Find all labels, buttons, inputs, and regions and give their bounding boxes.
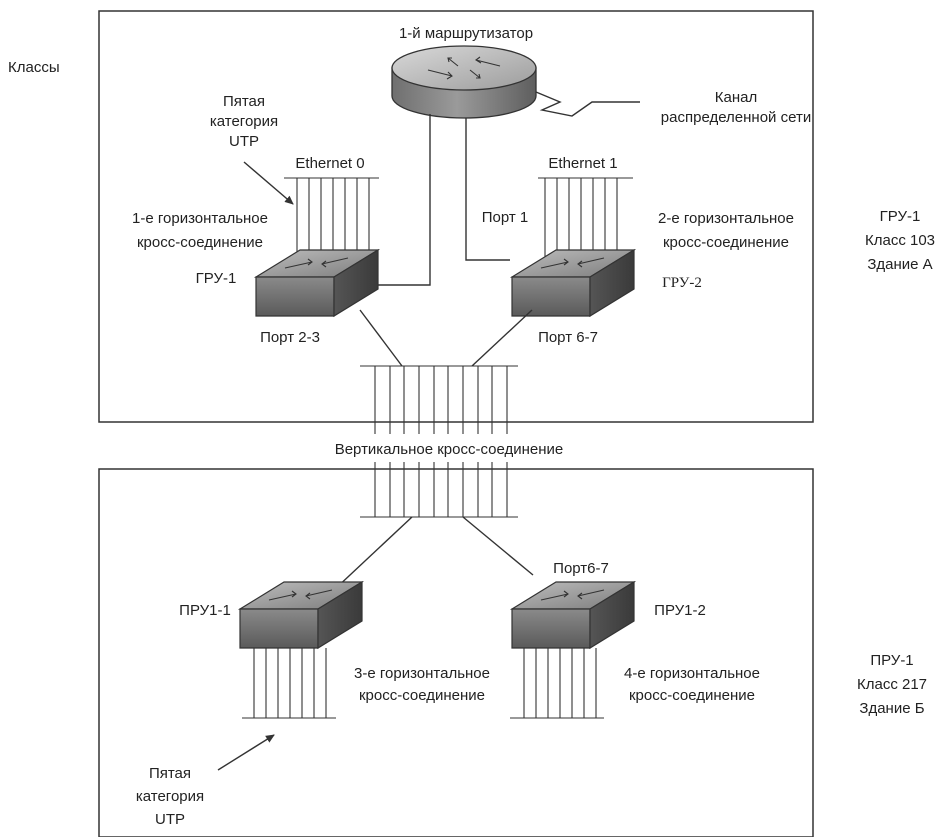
vcc-to-pru1-1-cable (333, 516, 413, 591)
utp-top-label-line1: Пятая (223, 93, 265, 110)
pru1-1-label: ПРУ1-1 (179, 602, 231, 619)
hcc2-label-line2: кросс-соединение (663, 234, 789, 251)
utp-bottom-label-line1: Пятая (149, 765, 191, 782)
router-to-gru2-cable (465, 118, 510, 261)
wan-link (535, 91, 640, 117)
hcc1-label-line1: 1-е горизонтальное (132, 210, 268, 227)
port1-label: Порт 1 (482, 209, 529, 226)
classes-label: Классы (8, 59, 60, 76)
port-6-7-b-label: Порт6-7 (553, 560, 609, 577)
gru2-to-vcc-cable (471, 309, 533, 367)
pru1-2-switch-icon (509, 580, 637, 650)
hcc3-label-line2: кросс-соединение (359, 687, 485, 704)
hcc3-patch-panel (242, 648, 336, 719)
vertical-cross-connect-lower (360, 462, 518, 518)
gru2-label: ГРУ-2 (662, 275, 702, 291)
wan-label-line1: Канал (715, 89, 757, 106)
ethernet0-patch-panel (284, 177, 379, 260)
port-2-3-label: Порт 2-3 (260, 329, 320, 346)
ethernet1-label: Ethernet 1 (548, 155, 617, 172)
utp-bottom-arrow (217, 734, 275, 771)
ethernet0-label: Ethernet 0 (295, 155, 364, 172)
utp-top-arrow (243, 161, 294, 205)
utp-top-label-line3: UTP (229, 133, 259, 150)
router-to-gru1-cable (375, 114, 431, 286)
router-icon (391, 45, 537, 119)
vertical-cross-connect-upper (360, 365, 518, 434)
utp-bottom-label-line2: категория (136, 788, 204, 805)
pru1-2-label: ПРУ1-2 (654, 602, 706, 619)
hcc3-label-line1: 3-е горизонтальное (354, 665, 490, 682)
utp-top-label-line2: категория (210, 113, 278, 130)
hcc4-label-line1: 4-е горизонтальное (624, 665, 760, 682)
pru1-1-switch-icon (237, 580, 365, 650)
building-b-label-line2: Класс 217 (857, 676, 927, 693)
building-b-frame (98, 468, 814, 837)
building-a-label-line3: Здание А (867, 256, 932, 273)
router-label: 1-й маршрутизатор (399, 25, 533, 42)
vcc-to-pru1-2-cable (462, 516, 534, 576)
gru1-switch-icon (253, 248, 381, 318)
hcc1-label-line2: кросс-соединение (137, 234, 263, 251)
gru1-to-vcc-cable (359, 309, 403, 367)
hcc4-patch-panel (510, 648, 604, 719)
port-6-7-label: Порт 6-7 (538, 329, 598, 346)
gru2-switch-icon (509, 248, 637, 318)
wan-label-line2: распределенной сети (661, 109, 811, 126)
hcc4-label-line2: кросс-соединение (629, 687, 755, 704)
building-a-label-line2: Класс 103 (865, 232, 935, 249)
gru1-label: ГРУ-1 (196, 270, 237, 287)
building-b-label-line3: Здание Б (859, 700, 924, 717)
building-b-label-line1: ПРУ-1 (870, 652, 913, 669)
ethernet1-patch-panel (538, 177, 633, 260)
vertical-cross-connect-label: Вертикальное кросс-соединение (335, 441, 564, 458)
building-a-frame (98, 10, 814, 423)
building-a-label-line1: ГРУ-1 (880, 208, 921, 225)
hcc2-label-line1: 2-е горизонтальное (658, 210, 794, 227)
utp-bottom-label-line3: UTP (155, 811, 185, 828)
